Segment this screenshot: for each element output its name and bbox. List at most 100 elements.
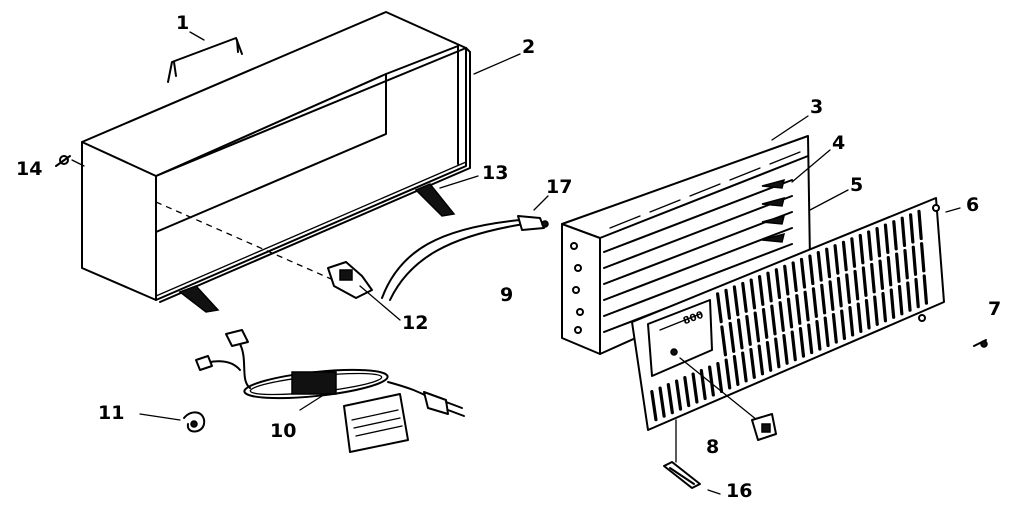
grille-slot	[845, 273, 852, 304]
screw-part-14	[55, 155, 71, 167]
grille-slot	[666, 383, 674, 415]
grille-slot	[691, 372, 699, 404]
cabinet-housing	[81, 11, 471, 313]
grille-slot	[708, 365, 715, 397]
grille-slot	[766, 271, 773, 303]
grille-slot	[716, 362, 724, 394]
grille-slot	[683, 376, 691, 408]
grille-slot	[858, 233, 865, 265]
grille-slot	[782, 333, 789, 365]
grille-slot	[778, 301, 785, 332]
callout-3: 3	[810, 96, 824, 118]
grille-slot	[658, 386, 666, 418]
grille-slot	[850, 237, 857, 268]
callout-16: 16	[726, 480, 753, 502]
grille-slot	[674, 379, 683, 411]
grille-slot	[732, 355, 740, 386]
grille-slot	[720, 325, 728, 357]
thermostat-knob-part	[675, 357, 777, 463]
grille-slot	[795, 294, 802, 325]
grille-slot	[774, 337, 781, 369]
grille-slot	[783, 264, 790, 296]
grille-slot	[770, 304, 777, 336]
grille-slot	[786, 297, 794, 329]
grille-slot	[736, 318, 744, 350]
grille-slot	[724, 288, 732, 320]
grille-slot	[724, 358, 732, 390]
grille-slot	[811, 287, 818, 318]
grille-slot	[881, 291, 888, 323]
alignment-line	[155, 201, 339, 283]
pilot-lamp-part	[663, 461, 701, 489]
grille-slot	[853, 269, 860, 301]
callout-5: 5	[850, 174, 864, 196]
grille-slot	[903, 249, 909, 280]
grille-slot	[820, 283, 827, 315]
grille-slot	[892, 220, 898, 251]
grille-slot	[897, 284, 904, 316]
callout-10: 10	[270, 420, 297, 442]
grille-slot	[911, 245, 918, 276]
grille-slot	[807, 323, 814, 355]
switch-bracket-part	[327, 261, 401, 321]
grille-slot	[831, 312, 838, 344]
grille-slot	[815, 319, 822, 351]
grille-slot	[650, 390, 658, 422]
callout-6: 6	[966, 194, 980, 216]
grille-slot	[808, 254, 815, 286]
grille-slot	[728, 321, 736, 353]
front-grille	[631, 197, 945, 431]
grille-slot	[856, 302, 863, 333]
callout-14: 14	[16, 158, 43, 180]
grille-slot	[920, 242, 926, 273]
grille-slot	[875, 226, 882, 258]
grille-slot	[732, 285, 740, 317]
grille-slot	[864, 298, 871, 330]
grille-slot	[741, 281, 748, 313]
grille-slot	[799, 257, 807, 289]
grille-slot	[757, 275, 765, 306]
grille-slot	[917, 209, 923, 241]
callout-2: 2	[522, 36, 536, 58]
grille-slots	[650, 209, 929, 422]
grille-slot	[715, 292, 723, 324]
screw-part-7	[973, 339, 988, 348]
callout-9: 9	[500, 284, 514, 306]
callout-17: 17	[546, 176, 573, 198]
callout-13: 13	[482, 162, 509, 184]
heater-chassis	[561, 135, 811, 355]
grille-slot	[867, 230, 873, 261]
grille-slot	[798, 326, 806, 358]
grille-slot	[803, 290, 810, 322]
grille-slot	[886, 255, 893, 287]
grille-slot	[745, 314, 752, 346]
grille-slot	[816, 251, 823, 282]
callout-11: 11	[98, 402, 125, 424]
grille-slot	[883, 223, 890, 254]
grille-slot	[749, 347, 756, 379]
grille-slot	[836, 276, 843, 308]
grille-slot	[906, 281, 912, 312]
grille-slot	[757, 344, 765, 376]
grille-slot	[848, 305, 855, 337]
grille-slot	[749, 278, 757, 310]
callout-7: 7	[988, 298, 1002, 320]
grille-slot	[828, 280, 835, 311]
grille-slot	[878, 259, 885, 290]
grille-slot	[840, 309, 847, 341]
grille-slot	[895, 252, 901, 283]
grille-slot	[873, 295, 879, 326]
grille-slot	[761, 308, 769, 339]
grille-slot	[833, 244, 840, 275]
element-wire-part	[381, 195, 549, 301]
cord-clip-part	[183, 411, 206, 433]
callout-8: 8	[706, 436, 720, 458]
grille-slot	[870, 262, 876, 294]
grille-slot	[922, 274, 929, 305]
callout-12: 12	[402, 312, 429, 334]
grille-slot	[908, 213, 915, 244]
grille-slot	[861, 266, 868, 297]
grille-slot	[889, 288, 896, 319]
